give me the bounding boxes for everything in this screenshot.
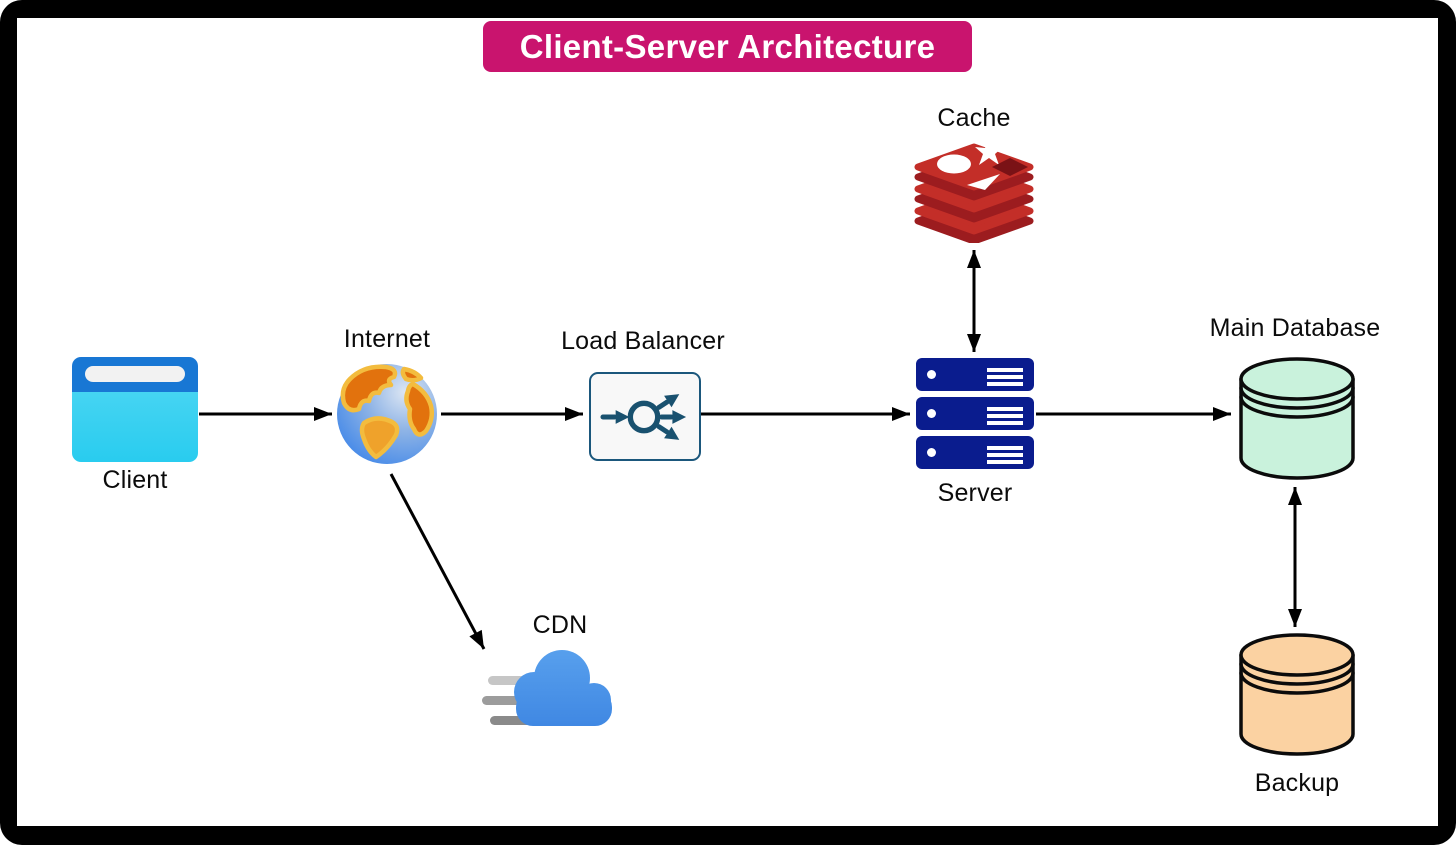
load-balancer-box — [589, 372, 701, 461]
internet-label: Internet — [343, 325, 431, 353]
redis-stack-icon — [914, 139, 1034, 243]
browser-window-icon — [72, 357, 198, 462]
server-led-icon — [927, 370, 936, 379]
server-led-icon — [927, 409, 936, 418]
server-vents-icon — [987, 368, 1023, 389]
server-unit — [916, 358, 1034, 391]
load-balancer-label: Load Balancer — [561, 327, 725, 355]
backup-database-icon — [1239, 633, 1355, 756]
browser-titlebar — [72, 357, 198, 392]
cloud-icon — [482, 650, 612, 726]
load-balancer-icon — [600, 393, 687, 440]
server-unit — [916, 436, 1034, 469]
page-title: Client-Server Architecture — [519, 27, 936, 65]
server-label: Server — [937, 479, 1013, 507]
cdn-label: CDN — [532, 611, 588, 639]
main-database-icon — [1239, 357, 1355, 480]
globe-icon — [337, 364, 437, 464]
client-label: Client — [102, 466, 168, 494]
server-rack-icon — [916, 358, 1034, 475]
server-led-icon — [927, 448, 936, 457]
browser-body — [72, 392, 198, 462]
diagram-canvas — [17, 18, 1438, 826]
server-vents-icon — [987, 446, 1023, 467]
server-unit — [916, 397, 1034, 430]
title-banner: Client-Server Architecture — [483, 21, 972, 72]
main-database-label: Main Database — [1209, 314, 1381, 342]
backup-label: Backup — [1254, 769, 1340, 797]
server-vents-icon — [987, 407, 1023, 428]
browser-address-bar — [85, 366, 185, 382]
cache-label: Cache — [937, 104, 1011, 132]
